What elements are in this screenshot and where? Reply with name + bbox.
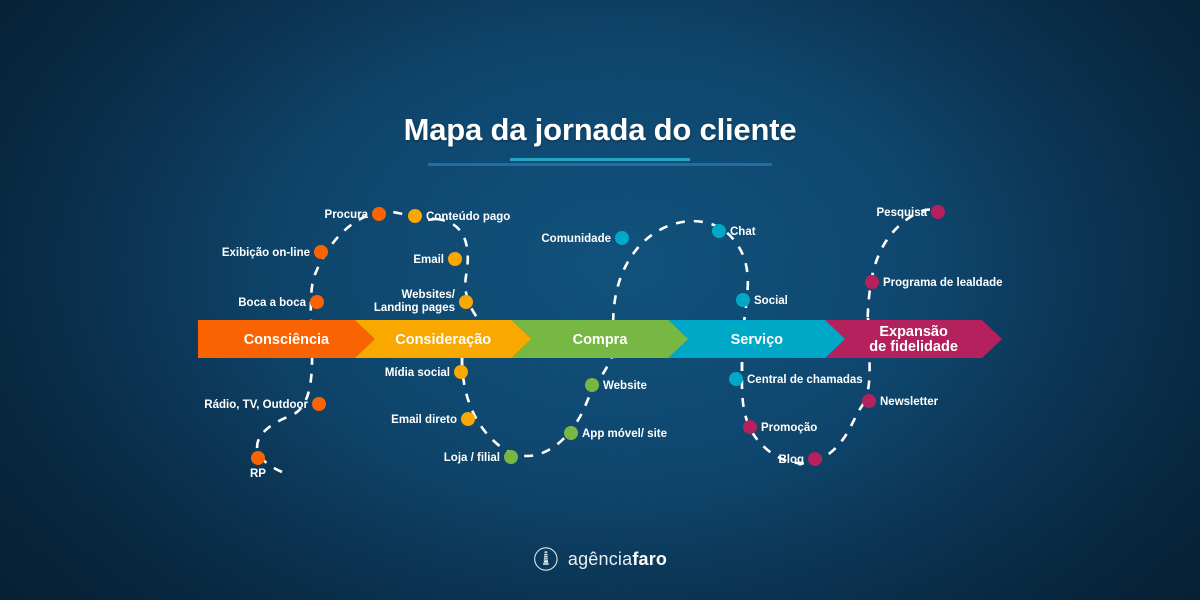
touchpoint-label: Loja / filial	[444, 452, 500, 464]
stage-label-purchase: Compra	[573, 332, 629, 348]
title-underline-long	[428, 163, 772, 166]
touchpoint-label: RP	[250, 468, 266, 480]
touchpoint-dot[interactable]	[931, 205, 945, 219]
page-title-wrap: Mapa da jornada do cliente	[0, 112, 1200, 148]
brand-logo-text: agênciafaro	[568, 549, 667, 570]
touchpoint-label: Mídia social	[385, 367, 450, 379]
touchpoint-dot[interactable]	[372, 207, 386, 221]
touchpoint-label: Landing pages	[374, 302, 455, 314]
stage-label-service: Serviço	[731, 332, 784, 348]
touchpoint-label: Email direto	[391, 414, 457, 426]
touchpoint-dot[interactable]	[314, 245, 328, 259]
stage-chevron-loyalty[interactable]	[825, 320, 1002, 358]
touchpoint-dot[interactable]	[729, 372, 743, 386]
touchpoint-dot[interactable]	[712, 224, 726, 238]
touchpoint-dot[interactable]	[615, 231, 629, 245]
dashed-connector-5	[611, 219, 750, 359]
touchpoint-dot[interactable]	[743, 420, 757, 434]
touchpoint-dot[interactable]	[448, 252, 462, 266]
touchpoint-dot[interactable]	[808, 452, 822, 466]
dashed-connector-1	[255, 210, 437, 474]
touchpoint-label: Pesquisa	[877, 207, 928, 219]
stage-chevron-consideration[interactable]	[354, 320, 532, 358]
stage-chevron-group: Consciência Consideração Compra Serviço Expa…	[198, 320, 1002, 358]
brand-logo: agênciafaro	[533, 546, 667, 572]
stage-label-loyalty: de fidelidade	[869, 339, 958, 355]
touchpoint-label: Programa de lealdade	[883, 277, 1003, 289]
brand-logo-agencia: agência	[567, 548, 633, 569]
touchpoint-label: Boca a boca	[238, 297, 306, 309]
touchpoint-dot[interactable]	[408, 209, 422, 223]
touchpoint-label: Exibição on-line	[222, 247, 310, 259]
touchpoint-dot[interactable]	[461, 412, 475, 426]
lighthouse-icon	[534, 547, 558, 571]
dashed-connector-4	[565, 351, 616, 437]
dashed-connector-6	[740, 361, 864, 465]
stage-label-awareness: Consciência	[244, 332, 330, 348]
touchpoint-dot[interactable]	[310, 295, 324, 309]
touchpoint-label: Central de chamadas	[747, 374, 863, 386]
dashed-connector-7	[860, 208, 939, 407]
stage-label-loyalty: Expansão	[879, 324, 948, 340]
touchpoint-dot[interactable]	[454, 365, 468, 379]
touchpoint-label: Conteúdo pago	[426, 211, 510, 223]
touchpoint-label: Chat	[730, 226, 756, 238]
touchpoint-dot[interactable]	[585, 378, 599, 392]
touchpoint-label: Blog	[778, 454, 804, 466]
touchpoint-dot[interactable]	[459, 295, 473, 309]
touchpoint-dot[interactable]	[251, 451, 265, 465]
touchpoint-label: Procura	[325, 209, 369, 221]
touchpoint-dot[interactable]	[862, 394, 876, 408]
touchpoint-dot[interactable]	[736, 293, 750, 307]
touchpoint-label: Social	[754, 295, 788, 307]
touchpoint-label: Newsletter	[880, 396, 939, 408]
touchpoint-dot[interactable]	[865, 275, 879, 289]
page-title: Mapa da jornada do cliente	[403, 112, 797, 147]
touchpoint-dot[interactable]	[504, 450, 518, 464]
touchpoint-label: Comunidade	[541, 233, 611, 245]
dashed-connector-3	[460, 357, 567, 458]
stage-label-consideration: Consideração	[395, 332, 491, 348]
touchpoint-label: Email	[413, 254, 444, 266]
touchpoint-dot[interactable]	[312, 397, 326, 411]
title-underline-short	[510, 158, 690, 161]
dashed-connector-2	[435, 217, 489, 331]
touchpoint-label: App móvel/ site	[582, 428, 667, 440]
stage-chevron-purchase[interactable]	[511, 320, 689, 358]
touchpoint-label: Promoção	[761, 422, 817, 434]
touchpoint-label: Websites/	[402, 289, 456, 301]
touchpoint-label: Website	[603, 380, 647, 392]
touchpoint-dot[interactable]	[564, 426, 578, 440]
stage-chevron-service[interactable]	[668, 320, 846, 358]
touchpoint-label: Rádio, TV, Outdoor	[204, 399, 308, 411]
brand-logo-faro: faro	[632, 548, 668, 569]
stage-chevron-awareness[interactable]	[198, 320, 375, 358]
